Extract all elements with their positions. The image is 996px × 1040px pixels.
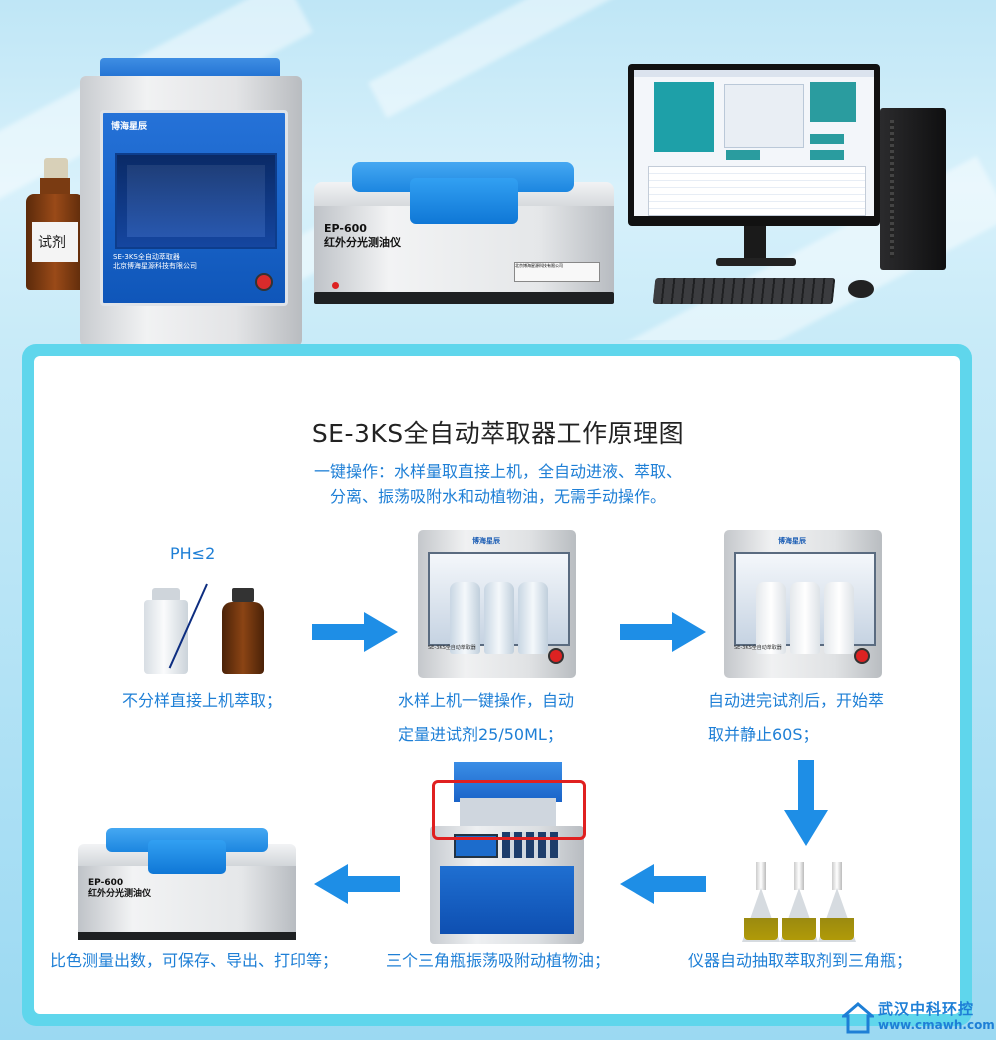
flask-image [742,862,780,942]
sample-bottle-image [142,588,190,674]
ep600-name: EP-600 红外分光测油仪 [324,222,401,249]
house-logo-icon [842,1002,874,1034]
subtitle-line-2: 分离、振荡吸附水和动植物油，无需手动操作。 [329,487,666,506]
arrow-right-icon [620,612,706,652]
arrow-right-icon [312,612,398,652]
step-3-label-line-1: 自动进完试剂后，开始萃 [708,691,885,710]
pc-tower-image [880,108,946,270]
mouse-image [848,280,874,298]
ep600-plate: 北京博海星源科技有限公司 [514,262,600,282]
brown-bottle-image [222,588,264,674]
extractor-step3-image: 博海星辰 SE-3KS全自动萃取器 [724,530,882,678]
extractor-logo: 博海星辰 [111,122,148,132]
ep600-image: EP-600 红外分光测油仪 北京博海星源科技有限公司 [314,162,614,304]
flask-image [780,862,818,942]
ep600-small-name: EP-600 红外分光测油仪 [88,878,152,899]
highlight-box [432,780,586,840]
step-6-label: 比色测量出数，可保存、导出、打印等； [50,951,339,970]
watermark-url: www.cmawh.com [878,1018,995,1032]
step-2-label-line-1: 水样上机一键操作，自动 [398,691,575,710]
arrow-left-icon [620,864,706,904]
ep600-small-image: EP-600 红外分光测油仪 [78,828,296,940]
step-4-label: 仪器自动抽取萃取剂到三角瓶； [688,951,913,970]
extractor-step2-image: 博海星辰 SE-3KS全自动萃取器 [418,530,576,678]
step-2-label-line-2: 定量进试剂25/50ML； [398,725,563,744]
extractor-plate: SE-3KS全自动萃取器 北京博海星源科技有限公司 [113,253,197,270]
step-3-label-line-2: 取并静止60S； [708,725,819,744]
bottle-label: 试剂 [38,235,66,251]
arrow-left-icon [314,864,400,904]
step-1-label: 不分样直接上机萃取； [122,691,283,710]
arrow-down-icon [784,760,828,846]
software-screen [634,70,874,216]
keyboard-image [652,278,836,304]
monitor-image [628,64,880,226]
flask-image [818,862,856,942]
watermark: 武汉中科环控 www.cmawh.com [842,998,995,1038]
watermark-name: 武汉中科环控 [878,1000,975,1018]
diagram-title: SE-3KS全自动萃取器工作原理图 [311,419,685,448]
power-knob-icon [255,273,273,291]
subtitle-line-1: 一键操作：水样量取直接上机，全自动进液、萃取、 [313,462,682,481]
reagent-bottle-image: 试剂 [26,158,84,290]
ph-label: PH≤2 [170,544,216,563]
step-5-label: 三个三角瓶振荡吸附动植物油； [386,951,611,970]
shaker-image [430,762,584,944]
extractor-image: 博海星辰 SE-3KS全自动萃取器 北京博海星源科技有限公司 [80,58,302,376]
